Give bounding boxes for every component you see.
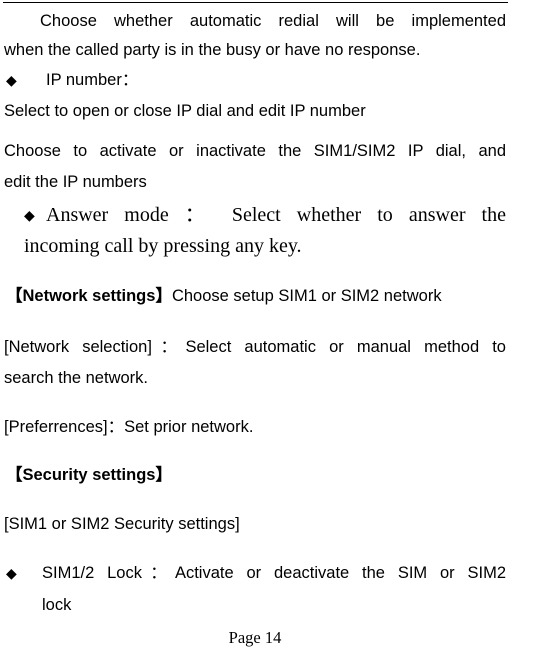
ip-text-line-3: edit the IP numbers [4,173,147,191]
ip-text-line-2: Choose to activate or inactivate the SIM… [4,142,506,160]
preferences-line: [Preferrences]：Set prior network. [4,418,254,436]
sim-lock-line-2: lock [42,596,72,614]
network-selection-line-1: [Network selection]：Select automatic or … [4,338,506,356]
network-settings-line: 【Network settings】Choose setup SIM1 or S… [6,286,506,306]
bullet-diamond-icon: ◆ [24,207,35,223]
sim-security-line: [SIM1 or SIM2 Security settings] [4,515,240,533]
ip-number-heading: IP number： [46,71,139,89]
answer-mode-line-1: Answer mode ： Select whether to answer t… [46,204,506,226]
top-rule [3,2,508,3]
network-settings-heading: 【Network settings】 [6,287,172,305]
bullet-diamond-icon: ◆ [6,72,17,88]
answer-mode-line-2: incoming call by pressing any key. [24,235,302,257]
bullet-diamond-icon: ◆ [6,565,17,581]
ip-text-line-1: Select to open or close IP dial and edit… [4,102,366,120]
network-selection-line-2: search the network. [4,369,148,387]
network-settings-desc: Choose setup SIM1 or SIM2 network [171,287,442,305]
page-number: Page 14 [228,628,282,647]
redial-text-line-1: Choose whether automatic redial will be … [40,12,506,30]
security-settings-heading: 【Security settings】 [6,466,172,484]
redial-text-line-2: when the called party is in the busy or … [4,41,421,59]
sim-lock-line-1: SIM1/2 Lock：Activate or deactivate the S… [42,564,506,582]
